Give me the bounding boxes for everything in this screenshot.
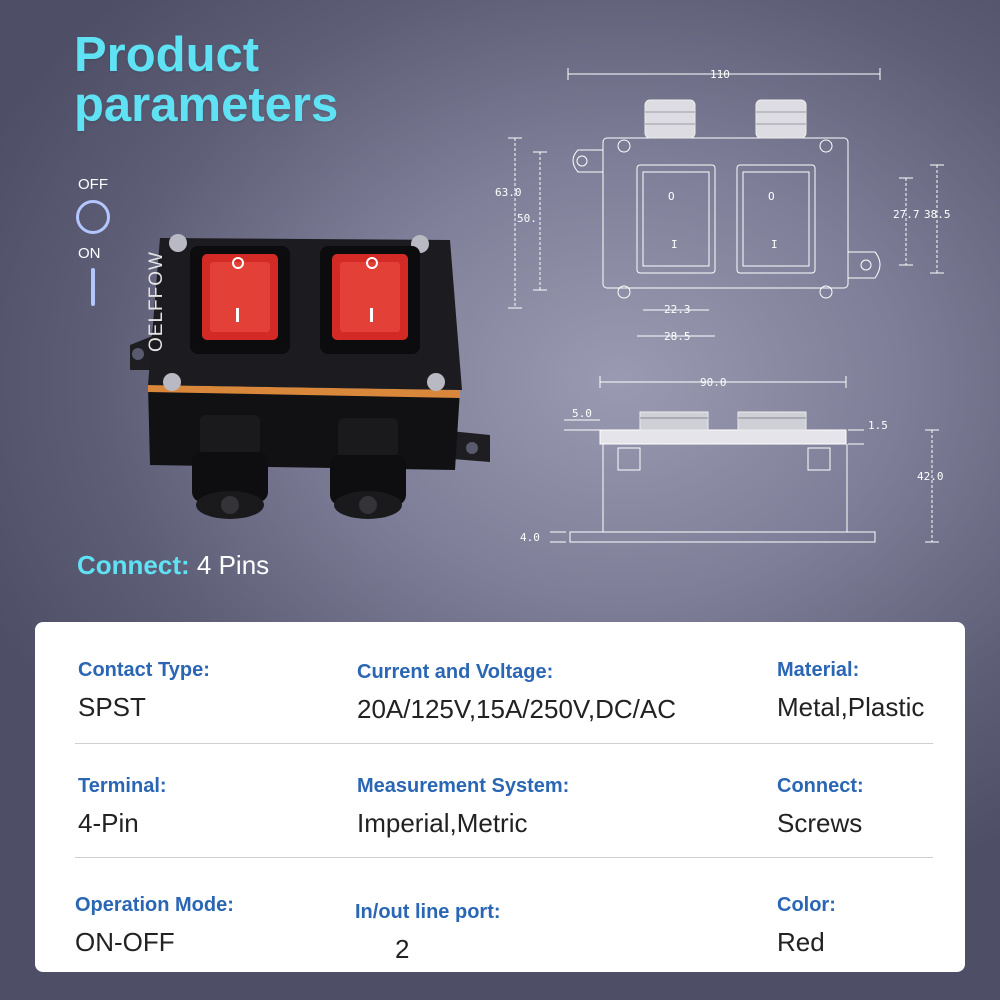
- spec-terminal-label: Terminal:: [78, 775, 167, 797]
- spec-operation-value: ON-OFF: [75, 927, 175, 957]
- top-gland-2: [755, 99, 807, 139]
- dim-height-inner: 50.: [517, 212, 537, 225]
- connect-summary: Connect: 4 Pins: [77, 550, 269, 581]
- page-title: Product parameters: [74, 30, 338, 130]
- side-view: 90.0 5.0 1.5 42.0 4.0: [520, 376, 944, 544]
- dim-side-width: 90.0: [700, 376, 727, 389]
- switch-2-highlight: [340, 262, 400, 332]
- on-bar-icon: [91, 268, 95, 306]
- off-label: OFF: [78, 176, 108, 193]
- switch-2-off-symbol: [366, 257, 378, 269]
- side-gland-2: [737, 411, 807, 431]
- dim-switch-height-inner: 27.7: [893, 208, 920, 221]
- top-view: 110 O I O I 63.0 50.: [495, 68, 951, 343]
- dim-width-total: 110: [710, 68, 730, 81]
- top-gland-1: [644, 99, 696, 139]
- dim-side-lip: 1.5: [868, 419, 888, 432]
- top-switch-1-on: I: [671, 238, 678, 251]
- top-switch-2-off: O: [768, 190, 775, 203]
- right-mount-hole: [466, 442, 478, 454]
- cable-gland-1: [192, 415, 268, 519]
- spec-current-voltage-label: Current and Voltage:: [357, 661, 554, 683]
- spec-material: Material: Metal,Plastic: [777, 659, 924, 723]
- top-switch-2-on: I: [771, 238, 778, 251]
- dim-side-top: 5.0: [572, 407, 592, 420]
- dim-gap-outer: 28.5: [664, 330, 691, 343]
- spec-operation: Operation Mode: ON-OFF: [75, 894, 234, 958]
- spec-port-label: In/out line port:: [355, 901, 501, 923]
- spec-port: In/out line port: 2: [355, 901, 501, 965]
- spec-divider-2: [75, 857, 933, 858]
- dim-switch-height-outer: 38.5: [924, 208, 951, 221]
- spec-connect-label: Connect:: [777, 775, 864, 797]
- spec-contact-type-value: SPST: [78, 692, 146, 722]
- spec-color-label: Color:: [777, 894, 836, 916]
- spec-material-value: Metal,Plastic: [777, 692, 925, 722]
- screw-top-left: [169, 234, 187, 252]
- brand-logo: OELFFOW: [146, 251, 167, 352]
- spec-measurement-value: Imperial,Metric: [357, 808, 528, 838]
- off-circle-icon: [76, 200, 110, 234]
- spec-terminal: Terminal: 4-Pin: [78, 775, 167, 839]
- dim-gap-inner: 22.3: [664, 303, 691, 316]
- spec-current-voltage: Current and Voltage: 20A/125V,15A/250V,D…: [357, 661, 676, 725]
- connect-summary-label: Connect:: [77, 550, 190, 580]
- switch-1-on-symbol: [236, 308, 239, 322]
- title-line-1: Product: [74, 28, 260, 82]
- left-mount-hole: [132, 348, 144, 360]
- spec-contact-type-label: Contact Type:: [78, 659, 210, 681]
- spec-connect-value: Screws: [777, 808, 863, 838]
- spec-connect: Connect: Screws: [777, 775, 864, 839]
- connect-summary-value: 4 Pins: [196, 550, 270, 580]
- side-gland-1: [639, 411, 709, 431]
- dim-side-base: 4.0: [520, 531, 540, 544]
- spec-material-label: Material:: [777, 659, 860, 681]
- switch-2-on-symbol: [370, 308, 373, 322]
- orange-seal: [148, 385, 460, 398]
- switch-1-off-symbol: [232, 257, 244, 269]
- screw-bottom-right: [427, 373, 445, 391]
- spec-panel: Contact Type: SPST Current and Voltage: …: [35, 622, 965, 972]
- product-photo: OELFFOW: [130, 234, 490, 519]
- spec-operation-label: Operation Mode:: [75, 894, 234, 916]
- dim-side-height: 42.0: [917, 470, 944, 483]
- spec-color-value: Red: [777, 927, 825, 957]
- spec-terminal-value: 4-Pin: [78, 808, 139, 838]
- cable-gland-2: [330, 418, 406, 519]
- spec-measurement-label: Measurement System:: [357, 775, 570, 797]
- spec-port-value: 2: [395, 934, 410, 964]
- dimension-drawing: 110 O I O I 63.0 50.: [495, 68, 951, 544]
- spec-current-voltage-value: 20A/125V,15A/250V,DC/AC: [357, 694, 676, 724]
- spec-color: Color: Red: [777, 894, 836, 958]
- screw-bottom-left: [163, 373, 181, 391]
- spec-divider-1: [75, 743, 933, 744]
- spec-measurement: Measurement System: Imperial,Metric: [357, 775, 569, 839]
- spec-contact-type: Contact Type: SPST: [78, 659, 210, 723]
- on-label: ON: [78, 245, 101, 262]
- dim-height-total: 63.0: [495, 186, 522, 199]
- title-line-2: parameters: [74, 78, 339, 132]
- top-switch-1-off: O: [668, 190, 675, 203]
- switch-1-highlight: [210, 262, 270, 332]
